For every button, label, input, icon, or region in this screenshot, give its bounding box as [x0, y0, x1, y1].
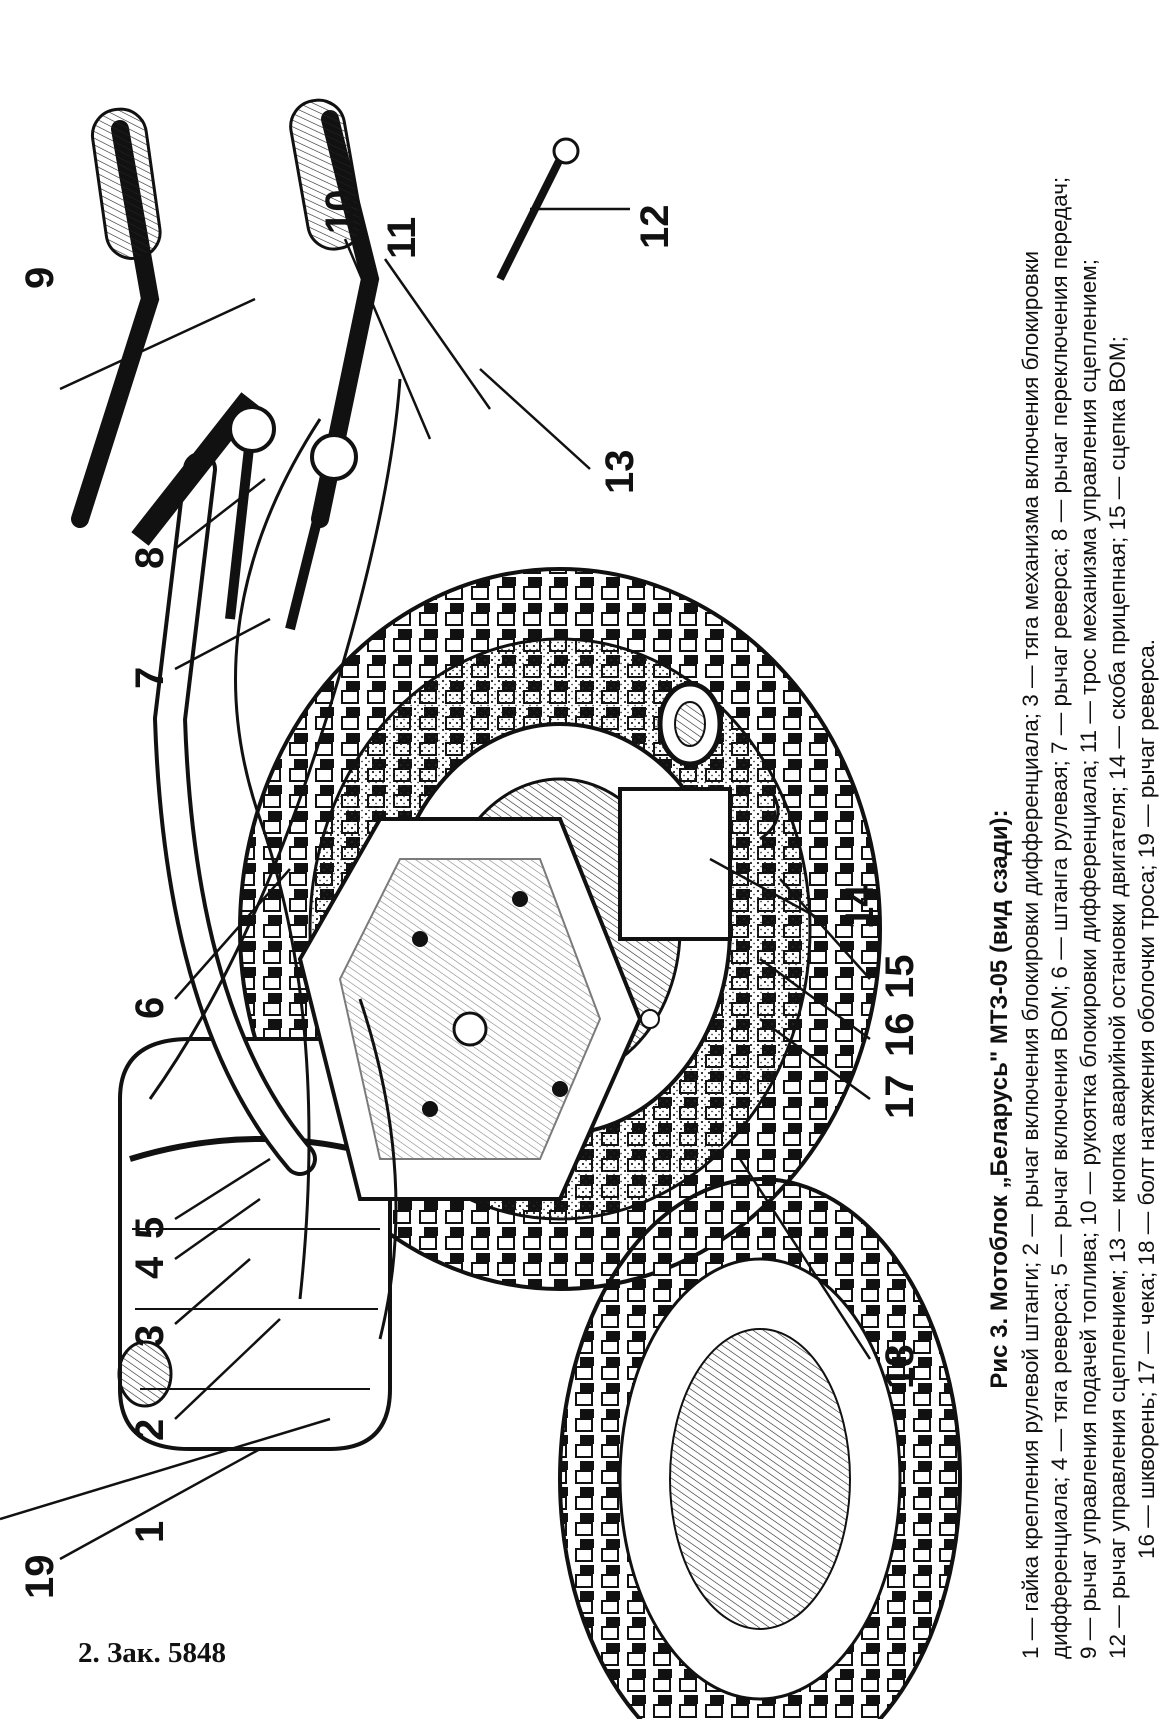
callout-14: 14: [838, 884, 882, 930]
caption-title: Рис 3. Мотоблок „Беларусь" МТЗ-05 (вид с…: [986, 809, 1013, 1389]
gear-levers: [225, 137, 580, 631]
callout-8: 8: [128, 546, 172, 569]
caption-line-3: 9 — рычаг управления подачей топлива; 10…: [1076, 259, 1101, 1659]
page-footer: 2. Зак. 5848: [78, 1637, 227, 1669]
callout-6: 6: [128, 996, 172, 1019]
caption-line-5: 16 — шкворень; 17 — чека; 18 — болт натя…: [1134, 639, 1159, 1559]
callout-1: 1: [128, 1520, 172, 1543]
callout-2: 2: [128, 1418, 172, 1441]
callout-15: 15: [878, 954, 922, 1000]
hitch-assembly: [618, 681, 780, 941]
callout-3: 3: [128, 1324, 172, 1347]
motoblock-illustration: [0, 98, 962, 1719]
callout-16: 16: [878, 1012, 922, 1058]
figure-caption: Рис 3. Мотоблок „Беларусь" МТЗ-05 (вид с…: [985, 176, 1161, 1659]
callout-7: 7: [128, 666, 172, 689]
callout-11: 11: [380, 216, 424, 259]
callout-17: 17: [878, 1074, 922, 1120]
callout-19: 19: [18, 1554, 62, 1600]
callout-9: 9: [18, 266, 62, 289]
callout-13: 13: [598, 449, 642, 495]
caption-line-2: дифференциала; 4 — тяга реверса; 5 — рыч…: [1047, 176, 1072, 1659]
leader-lines: [0, 207, 872, 1561]
caption-line-4: 12 — рычаг управления сцеплением; 13 — к…: [1105, 336, 1130, 1659]
gearbox-housing: [297, 817, 643, 1201]
caption-line-1: 1 — гайка крепления рулевой штанги; 2 — …: [1018, 250, 1043, 1659]
callout-5: 5: [128, 1216, 172, 1239]
callout-10: 10: [318, 189, 362, 235]
control-cables: [148, 378, 402, 1340]
callout-4: 4: [128, 1256, 172, 1279]
figure-drawing: 1 2 3 4 5 6 7 8 9 10 11 12 13 14 15 16 1…: [0, 98, 962, 1719]
handlebars: [71, 98, 380, 528]
second-wheel: [558, 1177, 962, 1719]
callout-18: 18: [878, 1344, 922, 1390]
callout-12: 12: [633, 204, 677, 250]
